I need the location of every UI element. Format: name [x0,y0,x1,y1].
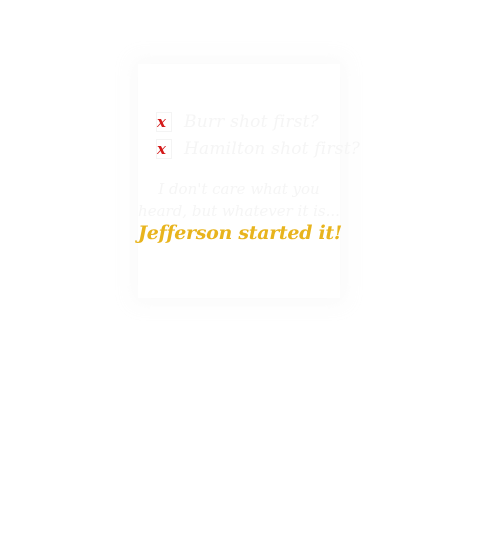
checklist-item: x Burr shot first? [156,110,319,134]
caption: I don't care what you heard, but whateve… [138,178,340,222]
punchline: Jefferson started it! [138,222,342,244]
checklist-label: Hamilton shot first? [184,139,361,159]
x-mark-icon: x [157,113,166,131]
shirt-design: x Burr shot first? x Hamilton shot first… [138,64,360,298]
caption-line: I don't care what you [158,180,320,198]
caption-line: heard, but whatever it is... [138,202,340,220]
checklist-item: x Hamilton shot first? [156,137,360,161]
x-mark-icon: x [157,140,166,158]
checkbox: x [156,139,172,159]
checklist-label: Burr shot first? [184,112,319,132]
checkbox: x [156,112,172,132]
